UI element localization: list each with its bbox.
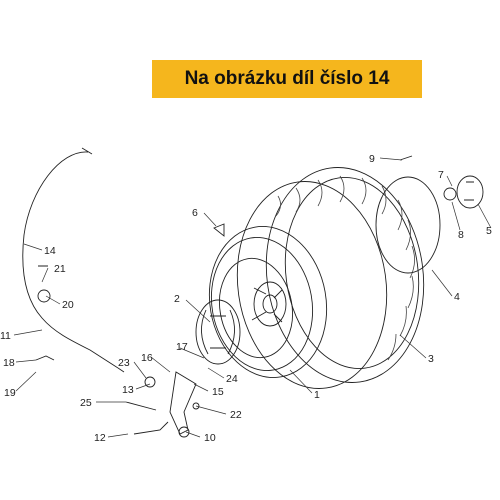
callout-3: 3 bbox=[428, 353, 434, 365]
callout-4: 4 bbox=[454, 291, 460, 303]
leader-lines bbox=[13, 157, 492, 438]
callout-24: 24 bbox=[226, 373, 238, 385]
callout-22: 22 bbox=[230, 409, 242, 421]
callout-19: 19 bbox=[4, 387, 16, 399]
cable-bracket bbox=[35, 355, 55, 361]
brake-cable bbox=[22, 151, 119, 369]
brake-lever-linkage bbox=[125, 371, 200, 438]
callout-2: 2 bbox=[174, 293, 180, 305]
callout-18: 18 bbox=[3, 357, 15, 369]
callout-numbers: 1 2 3 4 5 6 7 8 9 10 11 12 13 14 15 16 1… bbox=[0, 153, 492, 444]
callout-12: 12 bbox=[94, 432, 106, 444]
callout-9: 9 bbox=[369, 153, 375, 165]
part-number-banner: Na obrázku díl číslo 14 bbox=[152, 60, 422, 98]
callout-1: 1 bbox=[314, 389, 320, 401]
callout-20: 20 bbox=[62, 299, 74, 311]
wheel-rim bbox=[208, 226, 328, 378]
brake-cover-plate bbox=[375, 175, 484, 274]
callout-6: 6 bbox=[192, 207, 198, 219]
callout-17: 17 bbox=[176, 341, 188, 353]
callout-25: 25 bbox=[80, 397, 92, 409]
callout-13: 13 bbox=[122, 384, 134, 396]
callout-14: 14 bbox=[44, 245, 56, 257]
callout-16: 16 bbox=[141, 352, 153, 364]
tire bbox=[236, 167, 425, 389]
callout-8: 8 bbox=[458, 229, 464, 241]
callout-7: 7 bbox=[438, 169, 444, 181]
cable-clamp bbox=[37, 265, 51, 303]
callout-10: 10 bbox=[204, 432, 216, 444]
callout-5: 5 bbox=[486, 225, 492, 237]
callout-15: 15 bbox=[212, 386, 224, 398]
brake-shoes bbox=[195, 299, 241, 365]
grease-nipple bbox=[213, 223, 225, 237]
banner-text: Na obrázku díl číslo 14 bbox=[184, 68, 390, 89]
callout-21: 21 bbox=[54, 263, 66, 275]
screw bbox=[399, 155, 413, 161]
callout-23: 23 bbox=[118, 357, 130, 369]
callout-11: 11 bbox=[0, 330, 11, 342]
